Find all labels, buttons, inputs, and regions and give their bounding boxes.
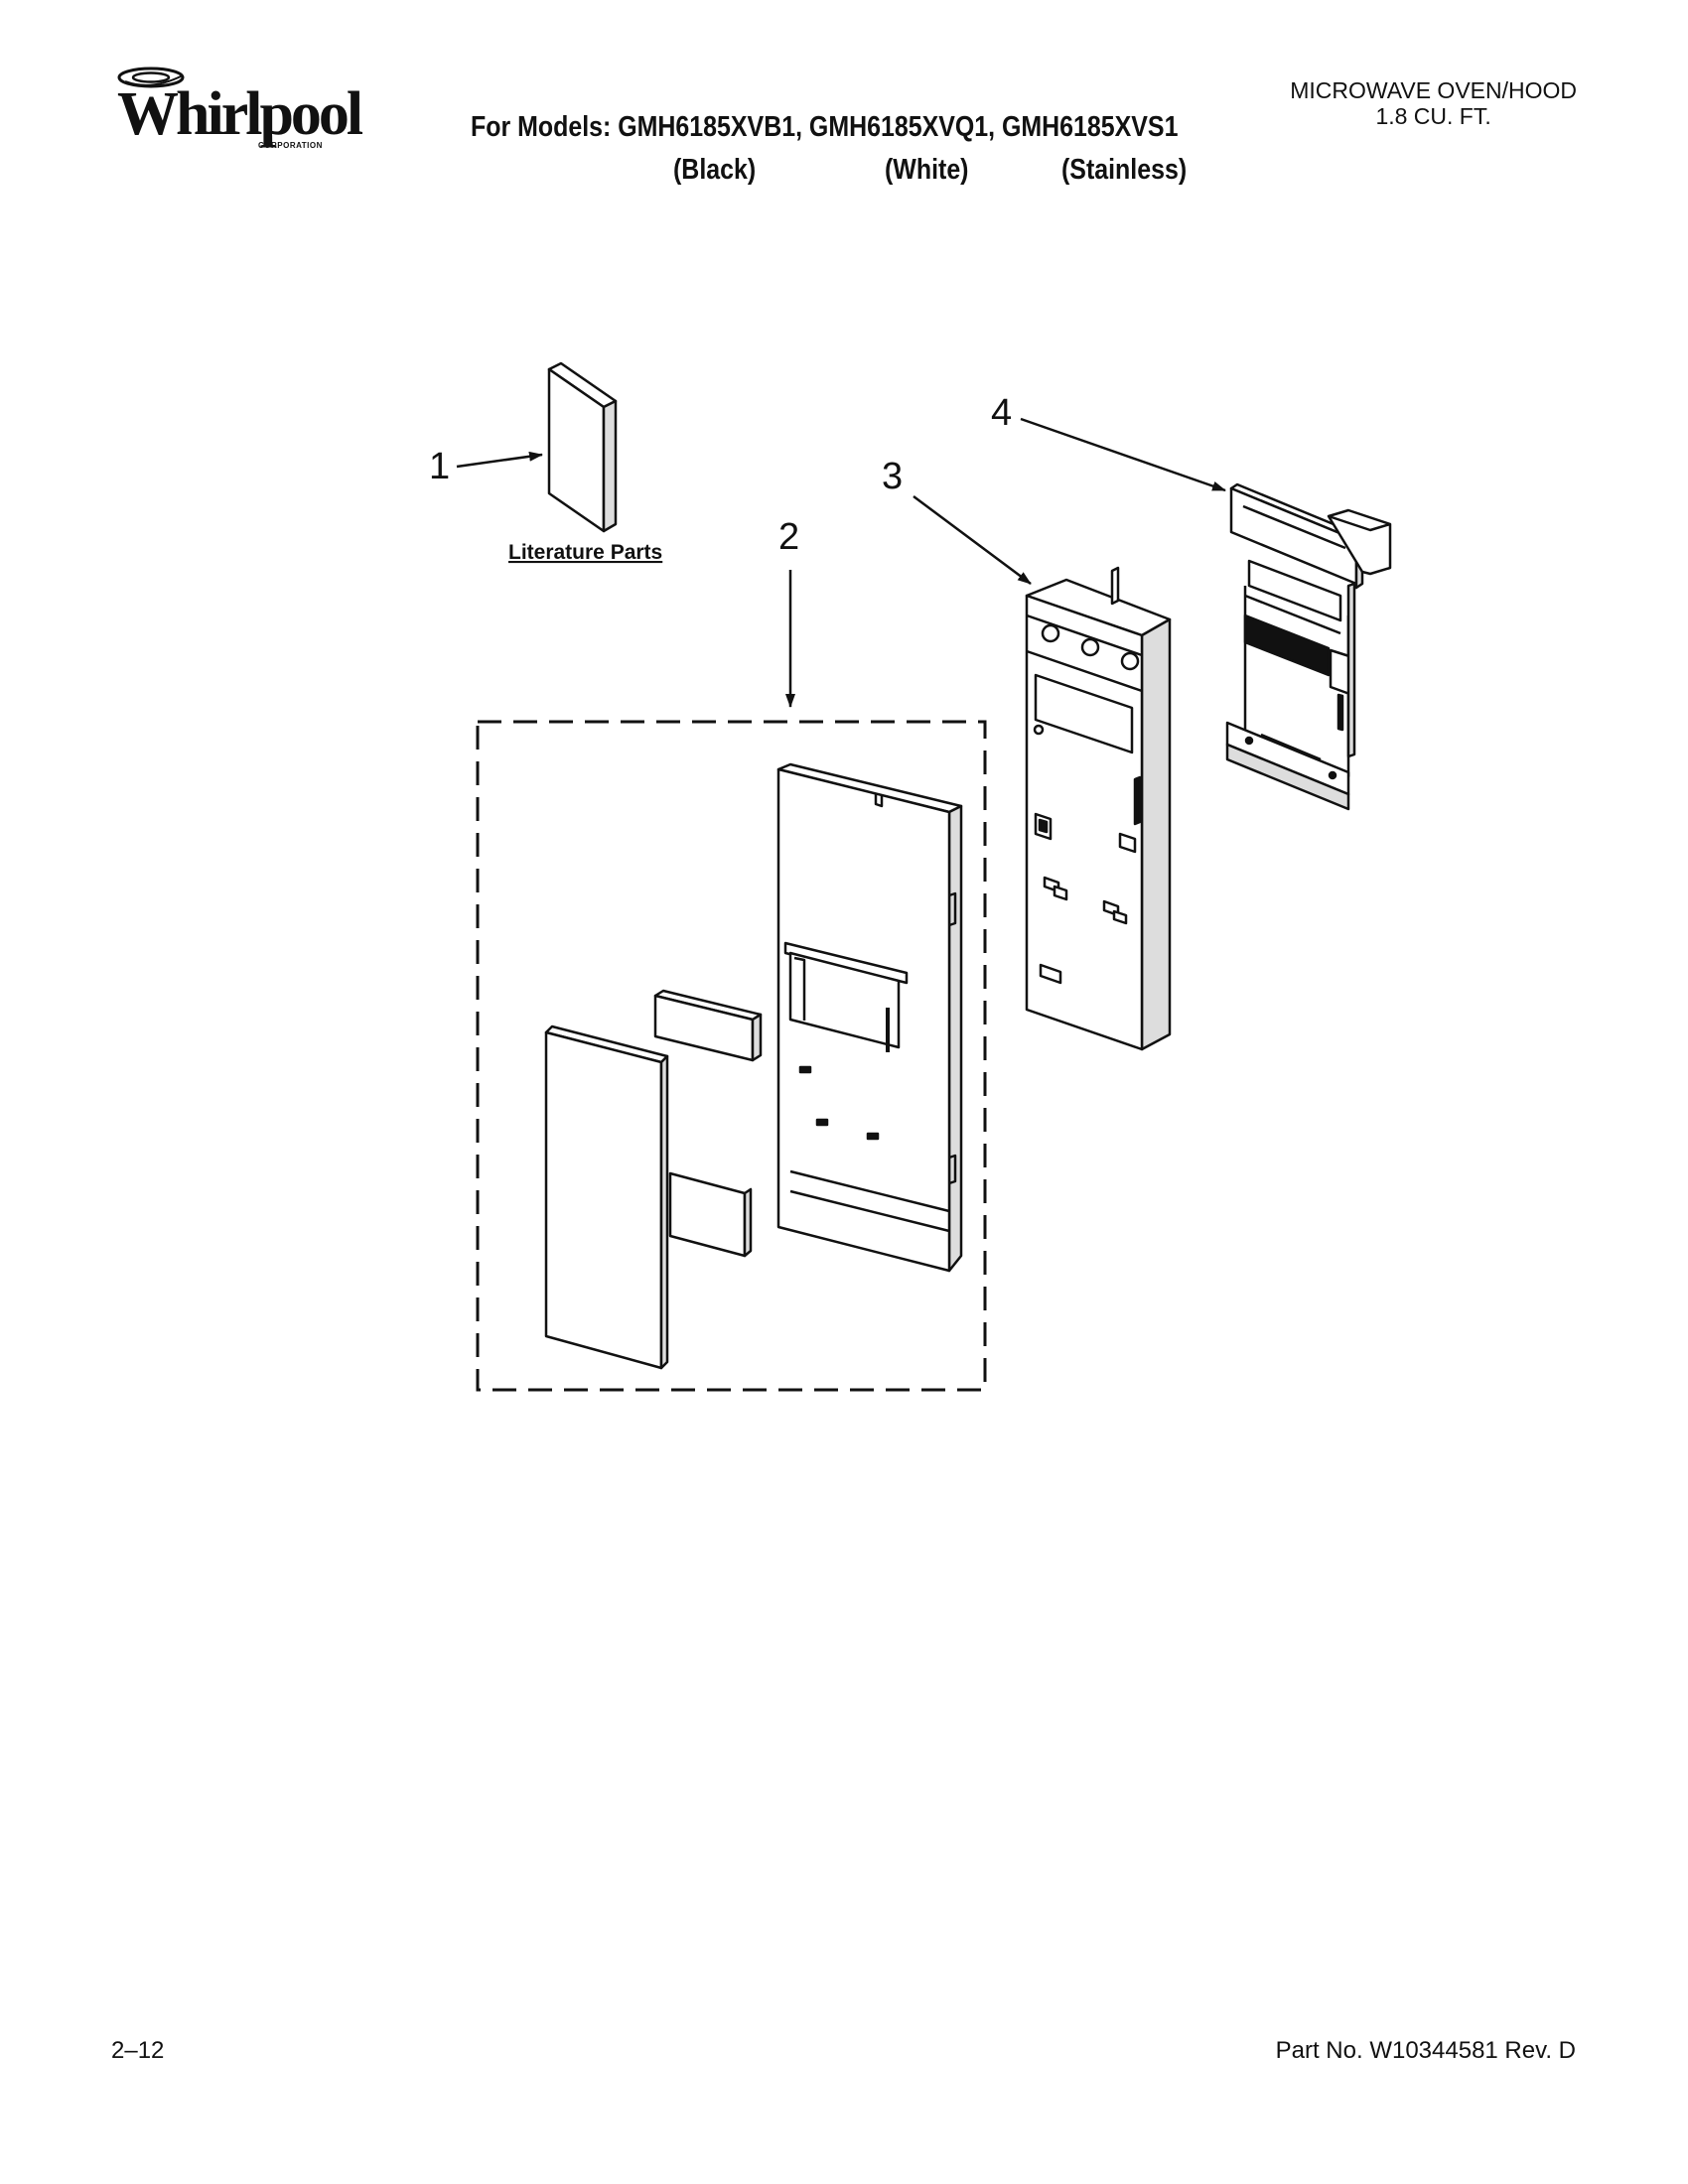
callout-1-arrow	[456, 451, 543, 469]
literature-parts-label: Literature Parts	[508, 541, 662, 564]
part-4-control-board	[1225, 482, 1392, 811]
callout-3-arrow	[913, 494, 1032, 586]
variant-stainless: (Stainless)	[1061, 154, 1188, 186]
callout-1: 1	[429, 446, 450, 487]
models-title: For Models: GMH6185XVB1, GMH6185XVQ1, GM…	[471, 111, 1179, 143]
variant-white: (White)	[885, 154, 969, 186]
callout-3: 3	[882, 456, 903, 497]
callout-4: 4	[991, 392, 1012, 434]
part-2-kit-box	[476, 720, 987, 1392]
logo-corporation: CORPORATION	[258, 141, 323, 150]
product-type: MICROWAVE OVEN/HOOD 1.8 CU. FT.	[1290, 77, 1577, 129]
logo-swoosh-icon	[117, 67, 185, 88]
callout-4-arrow	[1020, 417, 1226, 492]
part-2-overlay	[544, 1024, 669, 1370]
whirlpool-logo: Whirlpool CORPORATION	[111, 60, 369, 169]
page-number: 2–12	[111, 2037, 165, 2064]
product-line-1: MICROWAVE OVEN/HOOD	[1290, 77, 1577, 103]
variant-black: (Black)	[673, 154, 757, 186]
part-number: Part No. W10344581 Rev. D	[1275, 2037, 1576, 2064]
part-2-bracket	[668, 1171, 753, 1258]
part-2-control-panel	[776, 762, 963, 1273]
callout-2: 2	[778, 516, 799, 558]
logo-wordmark: Whirlpool	[117, 80, 363, 148]
product-line-2: 1.8 CU. FT.	[1375, 103, 1491, 129]
part-2-small-plate	[653, 989, 763, 1062]
part-1-literature	[547, 361, 618, 533]
part-3-back-panel	[1025, 566, 1172, 1051]
